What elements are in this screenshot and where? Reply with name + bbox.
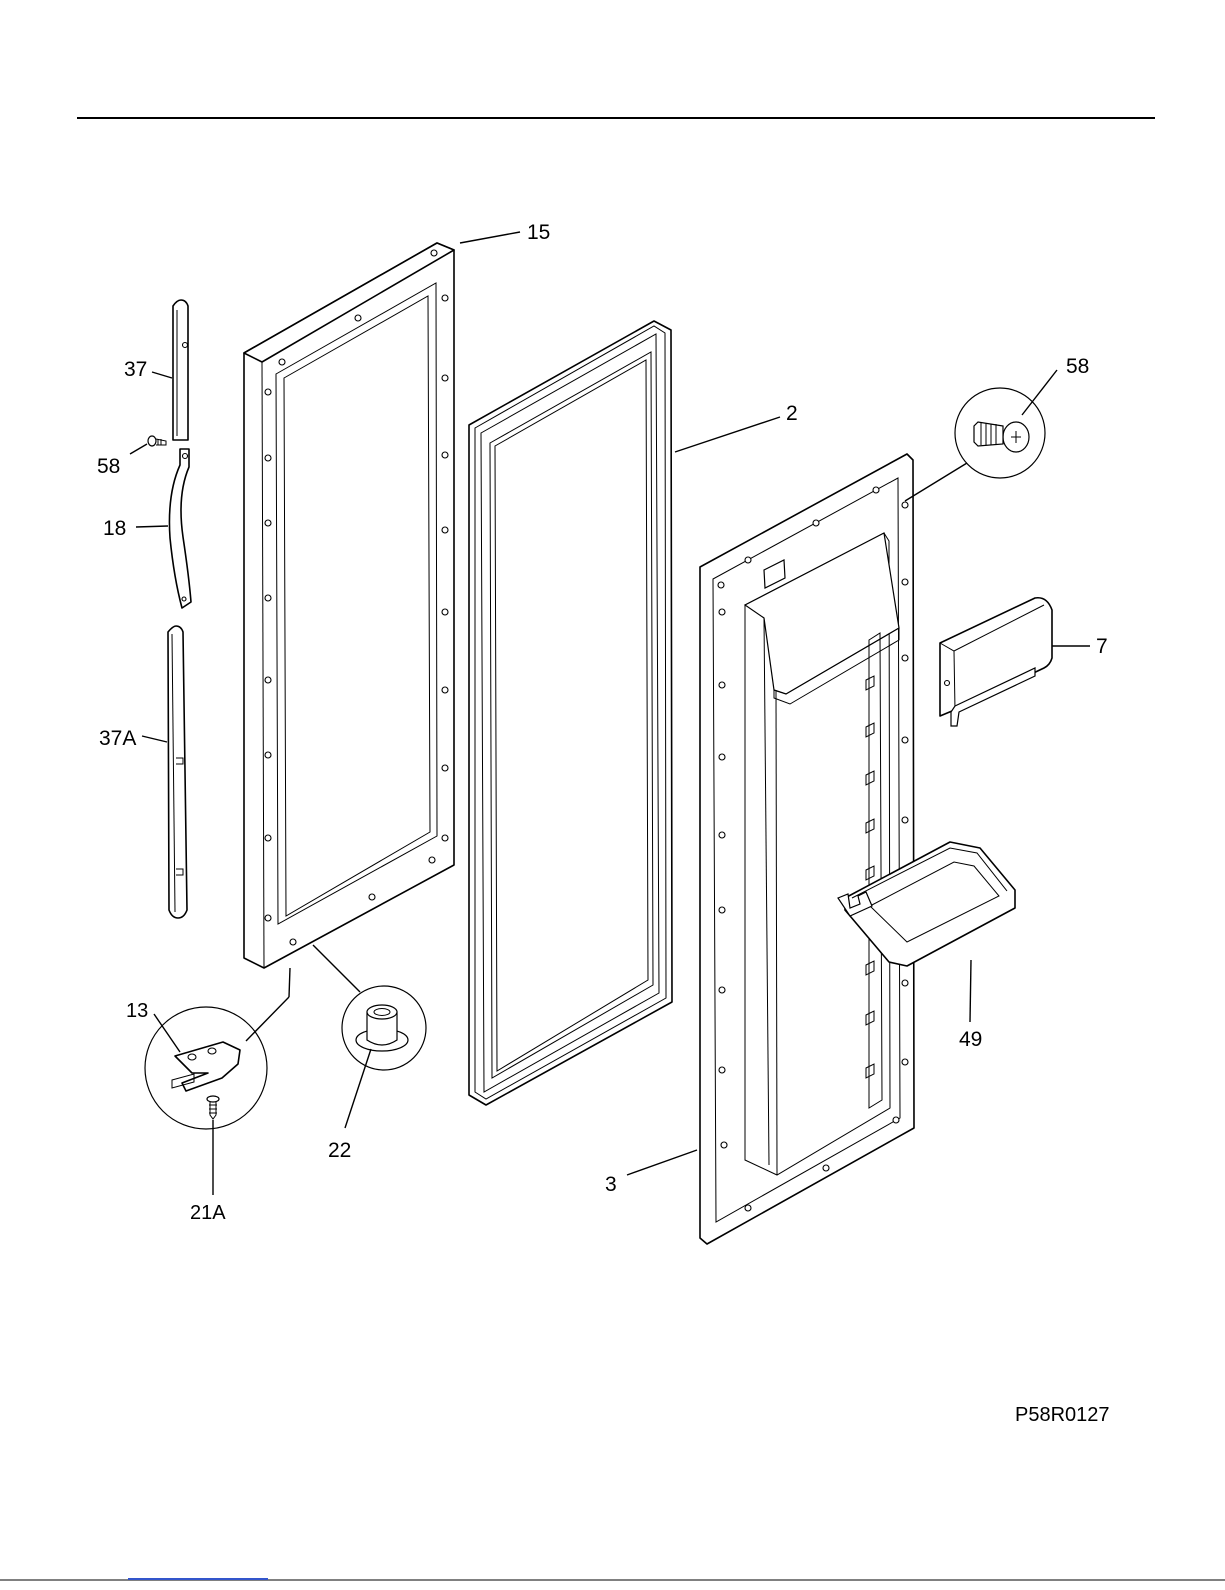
part-13-hinge-detail <box>145 1007 267 1129</box>
part-37A-lower-trim <box>168 626 187 918</box>
callout-3: 3 <box>605 1173 617 1196</box>
part-7-dairy-door <box>940 598 1052 726</box>
callout-58-right: 58 <box>1066 355 1089 378</box>
callout-7: 7 <box>1096 635 1108 658</box>
callout-21A: 21A <box>190 1202 226 1224</box>
callout-2: 2 <box>786 402 798 425</box>
diagram-code: P58R0127 <box>1015 1404 1110 1426</box>
part-18-handle <box>169 449 191 608</box>
callout-37: 37 <box>124 358 147 381</box>
callout-37A: 37A <box>99 727 136 750</box>
callout-15: 15 <box>527 221 550 244</box>
part-37-upper-trim <box>173 300 188 440</box>
callout-49: 49 <box>959 1028 982 1051</box>
part-58-screw-left <box>148 436 166 446</box>
callout-58-left: 58 <box>97 455 120 478</box>
callout-18: 18 <box>103 517 126 540</box>
callout-22: 22 <box>328 1139 351 1162</box>
part-3-door-liner <box>700 454 914 1244</box>
part-22-bushing-detail <box>342 986 426 1070</box>
part-2-gasket <box>469 321 672 1105</box>
part-58-screw-detail <box>955 388 1045 478</box>
callout-13: 13 <box>126 1000 148 1022</box>
part-15-door-frame <box>244 243 454 968</box>
